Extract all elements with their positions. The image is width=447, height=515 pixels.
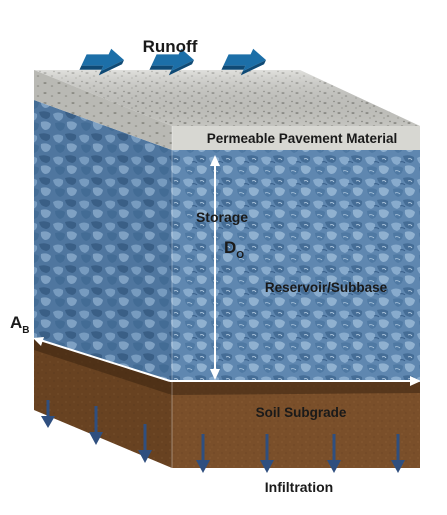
arrow-down-icon [41,400,55,428]
reservoir-layer-front [172,150,420,382]
infiltration-arrows [41,400,405,473]
depth-label: DO [224,238,244,261]
soil-layer-front [172,382,420,468]
arrow-down-icon [196,434,210,473]
area-double-arrow-icon [33,337,421,386]
reservoir-layer-left [34,100,172,382]
pavement-label: Permeable Pavement Material [207,131,398,146]
runoff-arrow [149,48,194,76]
area-label: AB [10,313,30,336]
runoff-arrow [221,48,266,76]
soil-label: Soil Subgrade [256,405,347,420]
depth-label-sub: O [236,250,244,261]
depth-double-arrow-icon [210,155,220,380]
arrow-down-icon [138,424,152,463]
arrow-down-icon [391,434,405,473]
runoff-label: Runoff [143,37,198,56]
pavement-left [34,70,172,150]
area-label-sub: B [22,325,29,336]
depth-label-main: D [224,238,236,257]
reservoir-label: Reservoir/Subbase [265,280,388,295]
runoff-arrow [79,48,124,76]
arrow-down-icon [260,434,274,473]
soil-layer-left [34,338,172,468]
storage-label: Storage [196,209,248,225]
area-label-main: A [10,313,22,332]
arrow-down-icon [327,434,341,473]
infiltration-label: Infiltration [265,479,333,495]
pavement-front [172,126,420,150]
arrow-down-icon [89,406,103,445]
